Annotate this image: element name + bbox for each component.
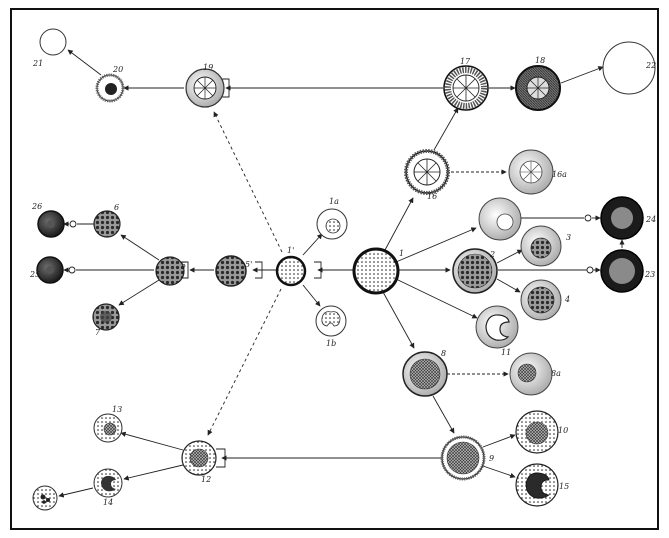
cell-5prime (216, 256, 246, 286)
label-16: 16 (427, 192, 437, 201)
label-1: 1 (399, 249, 404, 258)
link-18-to-22 (561, 67, 603, 83)
cell-8 (403, 352, 447, 396)
label-21: 21 (32, 59, 43, 68)
cell-19 (186, 69, 224, 107)
label-10: 10 (558, 426, 568, 435)
label-2: 2 (489, 250, 495, 259)
cell-16 (406, 151, 448, 193)
link-1prime-to-1a (303, 234, 322, 255)
label-19: 19 (203, 63, 213, 72)
cell-23 (601, 250, 643, 292)
label-26: 26 (31, 202, 42, 211)
cell-9-lower (442, 437, 484, 479)
link-2-to-3 (497, 250, 522, 263)
cell-10 (516, 411, 558, 453)
link-5-to-6 (121, 235, 159, 260)
cells (33, 29, 655, 510)
label-8a: 8a (551, 369, 561, 378)
label-25: 25 (29, 270, 40, 279)
link-16-to-17 (434, 108, 458, 150)
label-3: 3 (566, 233, 571, 242)
cell-16a (509, 150, 553, 194)
cell-9 (479, 198, 521, 240)
cell-1a (317, 209, 347, 239)
label-1a: 1a (329, 197, 339, 206)
link-12-to-14 (124, 465, 183, 479)
cell-7 (93, 304, 119, 330)
link-1prime-to-12 (208, 289, 281, 435)
label-16a: 16a (552, 170, 567, 179)
labels: 1 1' 1a 1b 2 3 4 5 5' 6 7 8 8a 9 10 11 1… (29, 56, 656, 507)
cell-16-lower (33, 486, 57, 510)
cell-6 (94, 211, 120, 237)
link-1-to-8 (383, 292, 414, 348)
cell-24 (601, 197, 643, 239)
link-14-to-16b (59, 488, 93, 496)
cell-12 (182, 441, 216, 475)
label-20: 20 (112, 65, 123, 74)
label-7: 7 (95, 328, 101, 337)
cell-20 (97, 75, 123, 101)
label-1prime: 1' (287, 246, 294, 255)
link-20-to-21 (68, 50, 101, 75)
cell-5 (156, 257, 184, 285)
label-18: 18 (535, 56, 545, 65)
cell-26 (38, 211, 64, 237)
label-5: 5 (181, 261, 186, 270)
cell-11 (476, 306, 518, 348)
label-4: 4 (564, 295, 570, 304)
link-9b-to-10 (483, 435, 515, 447)
cell-1b (316, 306, 346, 336)
cell-25 (37, 257, 63, 283)
cell-1 (354, 249, 398, 293)
label-13: 13 (112, 405, 122, 414)
label-6: 6 (114, 203, 119, 212)
cell-14 (94, 469, 122, 497)
label-17: 17 (460, 57, 471, 66)
label-11: 11 (501, 348, 511, 357)
link-1-to-16 (385, 198, 413, 250)
cell-4 (521, 280, 561, 320)
label-1b: 1b (326, 339, 336, 348)
link-9b-to-15 (483, 466, 515, 477)
cell-21 (40, 29, 66, 55)
label-9: 9 (489, 454, 494, 463)
cell-1prime (277, 257, 305, 285)
cell-15 (516, 464, 558, 506)
link-1prime-to-19 (214, 112, 282, 252)
label-14: 14 (103, 498, 113, 507)
cell-3 (521, 226, 561, 266)
cell-18 (516, 66, 560, 110)
label-12: 12 (201, 475, 211, 484)
cell-8a (510, 353, 552, 395)
label-22: 22 (645, 61, 656, 70)
link-2-to-4 (497, 279, 520, 292)
link-1prime-to-1b (303, 285, 320, 306)
label-8: 8 (441, 349, 446, 358)
link-5-to-7 (119, 280, 159, 305)
label-23: 23 (644, 270, 655, 279)
label-24: 24 (645, 215, 656, 224)
link-12-to-13 (121, 433, 183, 450)
cell-17 (444, 66, 488, 110)
link-8-to-9b (433, 396, 454, 433)
cell-13 (94, 414, 122, 442)
label-5prime: 5' (245, 260, 252, 269)
label-15: 15 (559, 482, 569, 491)
